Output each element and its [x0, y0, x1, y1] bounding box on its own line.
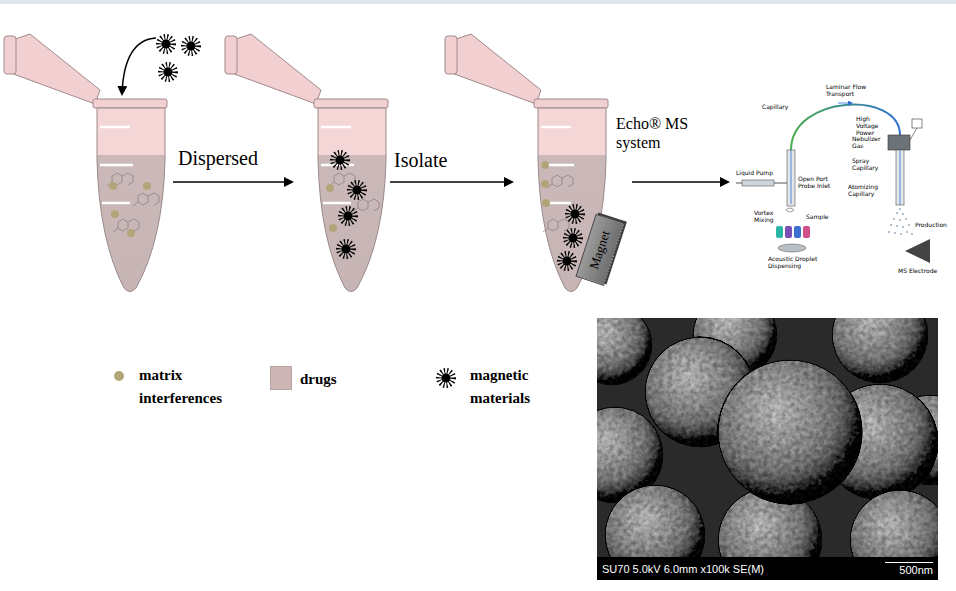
node-subtext: 500nm	[885, 562, 933, 576]
part-label: Capillary	[762, 104, 796, 111]
part-label: Sample	[806, 214, 836, 221]
legend-star	[440, 372, 453, 385]
part-label: Spray Capillary	[852, 158, 892, 172]
echo-ms-schematic	[736, 103, 930, 263]
legend-swatch	[270, 366, 292, 390]
legend-dot	[114, 371, 124, 381]
tube	[4, 34, 167, 292]
part-label: High Voltage Power	[856, 116, 890, 137]
legend-text: matrix interferences	[139, 364, 249, 410]
part-label: Open Port Probe Inlet	[798, 176, 836, 190]
part-label: MS Electrode	[898, 268, 948, 275]
part-label: Liquid Pump	[736, 170, 776, 177]
sem-image	[597, 318, 938, 580]
step-label: Dispersed	[178, 146, 298, 170]
step-label: Isolate	[394, 148, 504, 172]
magnet-block: Magnet	[576, 214, 625, 286]
system-label: Echo® MS system	[616, 114, 708, 152]
legend-text: magnetic materials	[470, 364, 560, 410]
sem-info-bar: SU70 5.0kV 6.0mm x100k SE(M) 500nm	[597, 557, 938, 580]
part-label: Production	[915, 222, 953, 229]
legend-text: drugs	[300, 368, 380, 391]
part-label: Laminar Flow Transport	[826, 84, 886, 98]
part-label: Atomizing Capillary	[848, 184, 892, 198]
part-label: Nebulizer Gas	[852, 136, 885, 150]
node-text: SU70 5.0kV 6.0mm x100k SE(M)	[602, 563, 764, 575]
node-text: Magnet	[586, 229, 613, 271]
part-label: Vortex Mixing	[754, 210, 784, 224]
part-label: Acoustic Droplet Dispensing	[768, 256, 822, 270]
